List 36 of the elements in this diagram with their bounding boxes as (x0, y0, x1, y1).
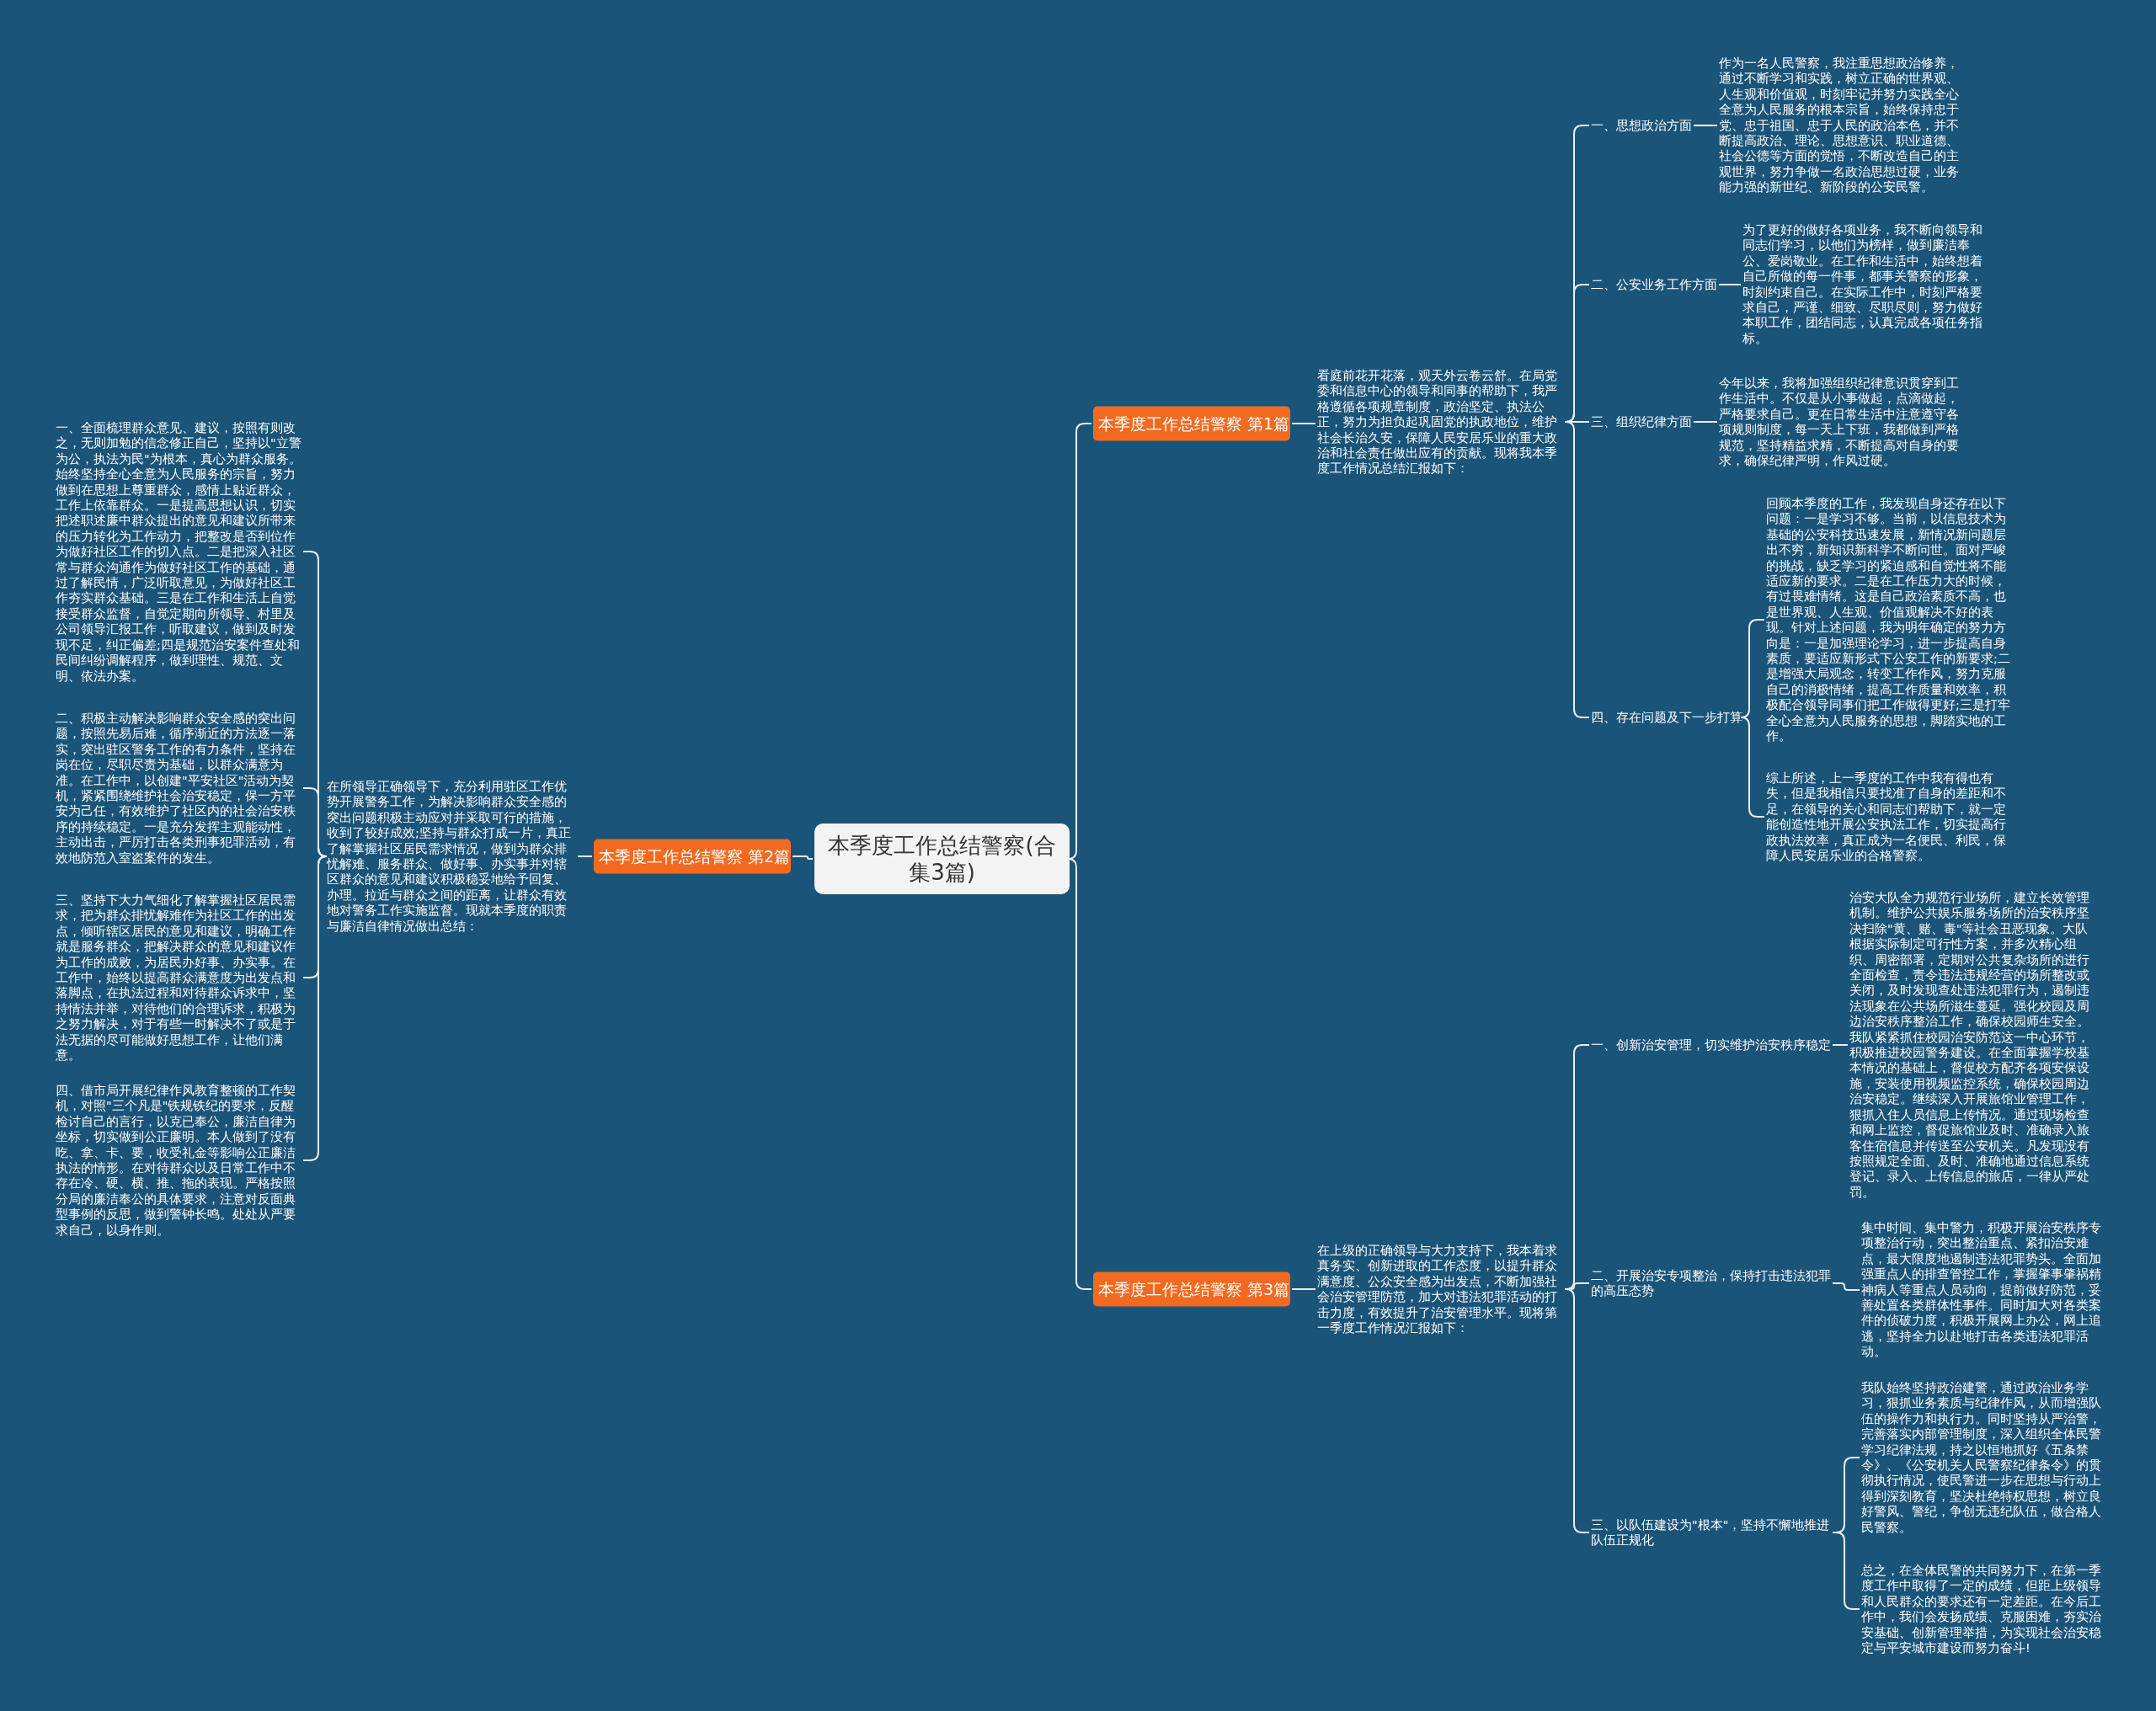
paragraph-text: 我队始终坚持政治建警，通过政治业务学习，狠抓业务素质与纪律作风，从而增强队伍的操作力和执行力。同时坚持从严治警，完善落实内部管理制度，深入组织全体民警学习纪律法规，持之以恒地抓好《五条禁令》、《公安机关人民警察纪律条令》的贯彻执行情况，使民警进一步在思想与行动上得到深刻教育，坚决杜绝特权思想，树立良好警风、警纪，争创无违纪队伍，做合格人民警察。 (1861, 1379, 2105, 1536)
paragraph-text: 二、积极主动解决影响群众安全感的突出问题，按照先易后难，循序渐近的方法逐一落实，突出驻区警务工作的有力条件，坚持在岗在位，尽职尽责为基础，以群众满意为准。在工作中，以创建"平安社区"活动为契机，紧紧围绕维护社会治安稳定，保一方平安为己任，有效维护了社区内的社会治安秩序的持续稳定。一是充分发挥主观能动性，主动出击，严厉打击各类刑事犯罪活动，有效地防范入室盗案件的发生。 (56, 710, 302, 866)
branch-label: 三、以队伍建设为"根本"，坚持不懈地推进队伍正规化 (1591, 1516, 1831, 1548)
connector-line (577, 856, 593, 857)
branch-label: 二、公安业务工作方面 (1591, 276, 1717, 293)
paragraph-text: 一、全面梳理群众意见、建议，按照有则改之，无则加勉的信念修正自己，坚持以"立警为公，执法为民"为根本，真心为群众服务。始终坚持全心全意为人民服务的宗旨，努力做到在思想上尊重群众，感情上贴近群众，工作上依靠群众。一是提高思想认识，切实把述职述廉中群众提出的意见和建议所带来的压力转化为工作动力，把整改是否到位作为做好社区工作的切入点。二是把深入社区常与群众沟通作为做好社区工作的基础，通过了解民情，广泛听取意见，为做好社区工作夯实群众基础。三是在工作和生活上自觉接受群众监督，自觉定期向所领导、村里及公司领导汇报工作，听取建议，做到及时发现不足，纠正偏差;四是规范治安案件查处和民间纠纷调解程序，做到理性、规范、文明、依法办案。 (56, 419, 302, 684)
connector-line (1832, 1282, 1860, 1291)
paragraph-text: 今年以来，我将加强组织纪律意识贯穿到工作生活中。不仅是从小事做起，点滴做起，严格要求自己。更在日常生活中注意遵守各项规则制度，每一天上下班，我都做到严格规范，坚持精益求精，不断提高对自身的要求，确保纪律严明，作风过硬。 (1719, 375, 1965, 469)
paragraph-text: 在所领导正确领导下，充分利用驻区工作优势开展警务工作，为解决影响群众安全感的突出问题积极主动应对并采取可行的措施，收到了较好成效;坚持与群众打成一片，真正了解掌握社区居民需求情况，做到为群众排忧解难、服务群众、做好事、办实事并对辖区群众的意见和建议积极稳妥地给予回复、办理。拉近与群众之间的距离，让群众有效地对警务工作实施监督。现就本季度的职责与廉洁自律情况做出总结： (327, 778, 576, 935)
paragraph-text: 在上级的正确领导与大力支持下，我本着求真务实、创新进取的工作态度，以提升群众满意度、公众安全感为出发点，不断加强社会治安管理防范，加大对违法犯罪活动的打击力度，有效提升了治安管理水平。现将第一季度工作情况汇报如下： (1317, 1242, 1563, 1336)
connector-line (1291, 423, 1316, 424)
topic-box: 本季度工作总结警察 第1篇 (1093, 406, 1290, 441)
branch-label: 一、思想政治方面 (1591, 117, 1692, 134)
paragraph-text: 综上所述，上一季度的工作中我有得也有失，但是我相信只要找准了自身的差距和不足，在领导的关心和同志们帮助下，就一定能创造性地开展公安执法工作，切实提高行政执法效率，真正成为一名便民、利民，保障人民安居乐业的合格警察。 (1766, 770, 2012, 864)
branch-label: 三、组织纪律方面 (1591, 413, 1692, 430)
paragraph-text: 三、坚持下大力气细化了解掌握社区居民需求，把为群众排忧解难作为社区工作的出发点，倾听辖区居民的意见和建议，明确工作就是服务群众，把解决群众的意见和建议作为工作的成败，为居民办好事、办实事。在工作中，始终以提高群众满意度为出发点和落脚点，在执法过程和对待群众诉求中，坚持情法并举，对待他们的合理诉求，积极为之努力解决，对于有些一时解决不了或是于法无据的尽可能做好思想工作，让他们满意。 (56, 892, 302, 1063)
paragraph-text: 看庭前花开花落，观天外云卷云舒。在局党委和信息中心的领导和同事的帮助下，我严格遵循各项规章制度，政治坚定、执法公正，努力为担负起巩固党的执政地位，维护社会长治久安，保障人民安居乐业的重大政治和社会责任做出应有的贡献。现将我本季度工作情况总结汇报如下： (1317, 367, 1563, 477)
branch-label: 二、开展治安专项整治，保持打击违法犯罪的高压态势 (1591, 1267, 1831, 1299)
paragraph-text: 回顾本季度的工作，我发现自身还存在以下问题：一是学习不够。当前，以信息技术为基础的公安科技迅速发展，新情况新问题层出不穷，新知识新科学不断问世。面对严峻的挑战，缺乏学习的紧迫感和自觉性将不能适应新的要求。二是在工作压力大的时候，有过畏难情绪。这是自己政治素质不高，也是世界观、人生观、价值观解决不好的表现。针对上述问题，我为明年确定的努力方向是：一是加强理论学习，进一步提高自身素质，要适应新形式下公安工作的新要求;二是增强大局观念，转变工作作风，努力克服自己的消极情绪，提高工作质量和效率，积极配合领导同事们把工作做得更好;三是打牢全心全意为人民服务的思想，脚踏实地的工作。 (1766, 495, 2012, 744)
paragraph-text: 集中时间、集中警力，积极开展治安秩序专项整治行动，突出整治重点、紧扣治安难点，最大限度地遏制违法犯罪势头。全面加强重点人的排查管控工作，掌握肇事肇祸精神病人等重点人员动向，提前做好防范，妥善处置各类群体性事件。同时加大对各类案件的侦破力度，积极开展网上办公，网上追逃，坚持全力以赴地打击各类违法犯罪活动。 (1861, 1220, 2105, 1360)
paragraph-text: 治安大队全力规范行业场所，建立长效管理机制。维护公共娱乐服务场所的治安秩序坚决扫除"黄、赌、毒"等社会丑恶现象。大队根据实际制定可行性方案，并多次精心组织、周密部署，定期对公共复杂场所的进行全面检查，责令违法违规经营的场所整改或关闭，及时发现查处违法犯罪行为，遏制违法现象在公共场所滋生蔓延。强化校园及周边治安秩序整治工作，确保校园师生安全。我队紧紧抓住校园治安防范这一中心环节，积极推进校园警务建设。在全面掌握学校基本情况的基础上，督促校方配齐各项安保设施，安装使用视频监控系统，确保校园周边治安稳定。继续深入开展旅馆业管理工作，狠抓入住人员信息上传情况。通过现场检查和网上监控，督促旅馆业及时、准确录入旅客住宿信息并传送至公安机关。凡发现没有按照规定全面、及时、准确地通过信息系统登记、录入、上传信息的旅店，一律从严处罚。 (1849, 889, 2094, 1201)
paragraph-text: 总之，在全体民警的共同努力下，在第一季度工作中取得了一定的成绩，但距上级领导和人民群众的要求还有一定差距。在今后工作中，我们会发扬成绩、克服困难，夯实治安基础、创新管理举措，为实现社会治安稳定与平安城市建设而努力奋斗! (1861, 1562, 2105, 1656)
paragraph-text: 作为一名人民警察，我注重思想政治修养，通过不断学习和实践，树立正确的世界观、人生观和价值观，时刻牢记并努力实践全心全意为人民服务的根本宗旨，始终保持忠于党、忠于祖国、忠于人民的政治本色，并不断提高政治、理论、思想意识、职业道德、社会公德等方面的觉悟，不断改造自己的主观世界，努力争做一名政治思想过硬，业务能力强的新世纪、新阶段的公安民警。 (1719, 56, 1965, 195)
central-topic: 本季度工作总结警察(合集3篇) (814, 824, 1070, 894)
connector-line (1832, 1044, 1849, 1046)
paragraph-text: 为了更好的做好各项业务，我不断向领导和同志们学习，以他们为榜样，做到廉洁奉公、爱岗敬业。在工作和生活中，始终想着自己所做的每一件事，都事关警察的形象，时刻约束自己。在实际工作中，时刻严格要求自己，严谨、细致、尽职尽则，努力做好本职工作，团结同志，认真完成各项任务指标。 (1742, 222, 1987, 347)
topic-box: 本季度工作总结警察 第2篇 (594, 839, 791, 874)
connector-line (1718, 284, 1742, 285)
connector-line (792, 856, 814, 860)
connector-line (1291, 1288, 1316, 1290)
connector-line (1693, 421, 1718, 423)
branch-label: 一、创新治安管理，切实维护治安秩序稳定 (1591, 1037, 1831, 1053)
connector-line (1693, 125, 1718, 126)
branch-label: 四、存在问题及下一步打算 (1591, 709, 1742, 726)
paragraph-text: 四、借市局开展纪律作风教育整顿的工作契机，对照"三个凡是"铁规铁纪的要求，反醒检讨自己的言行，以克已奉公，廉洁自律为坐标，切实做到公正廉明。本人做到了没有吃、拿、卡、要，收受礼金等影响公正廉洁执法的情形。在对待群众以及日常工作中不存在冷、硬、横、推、拖的表现。严格按照分局的廉洁奉公的具体要求，注意对反面典型事例的反思，做到警钟长鸣。处处从严要求自己，以身作则。 (56, 1082, 302, 1239)
topic-box: 本季度工作总结警察 第3篇 (1093, 1271, 1290, 1307)
